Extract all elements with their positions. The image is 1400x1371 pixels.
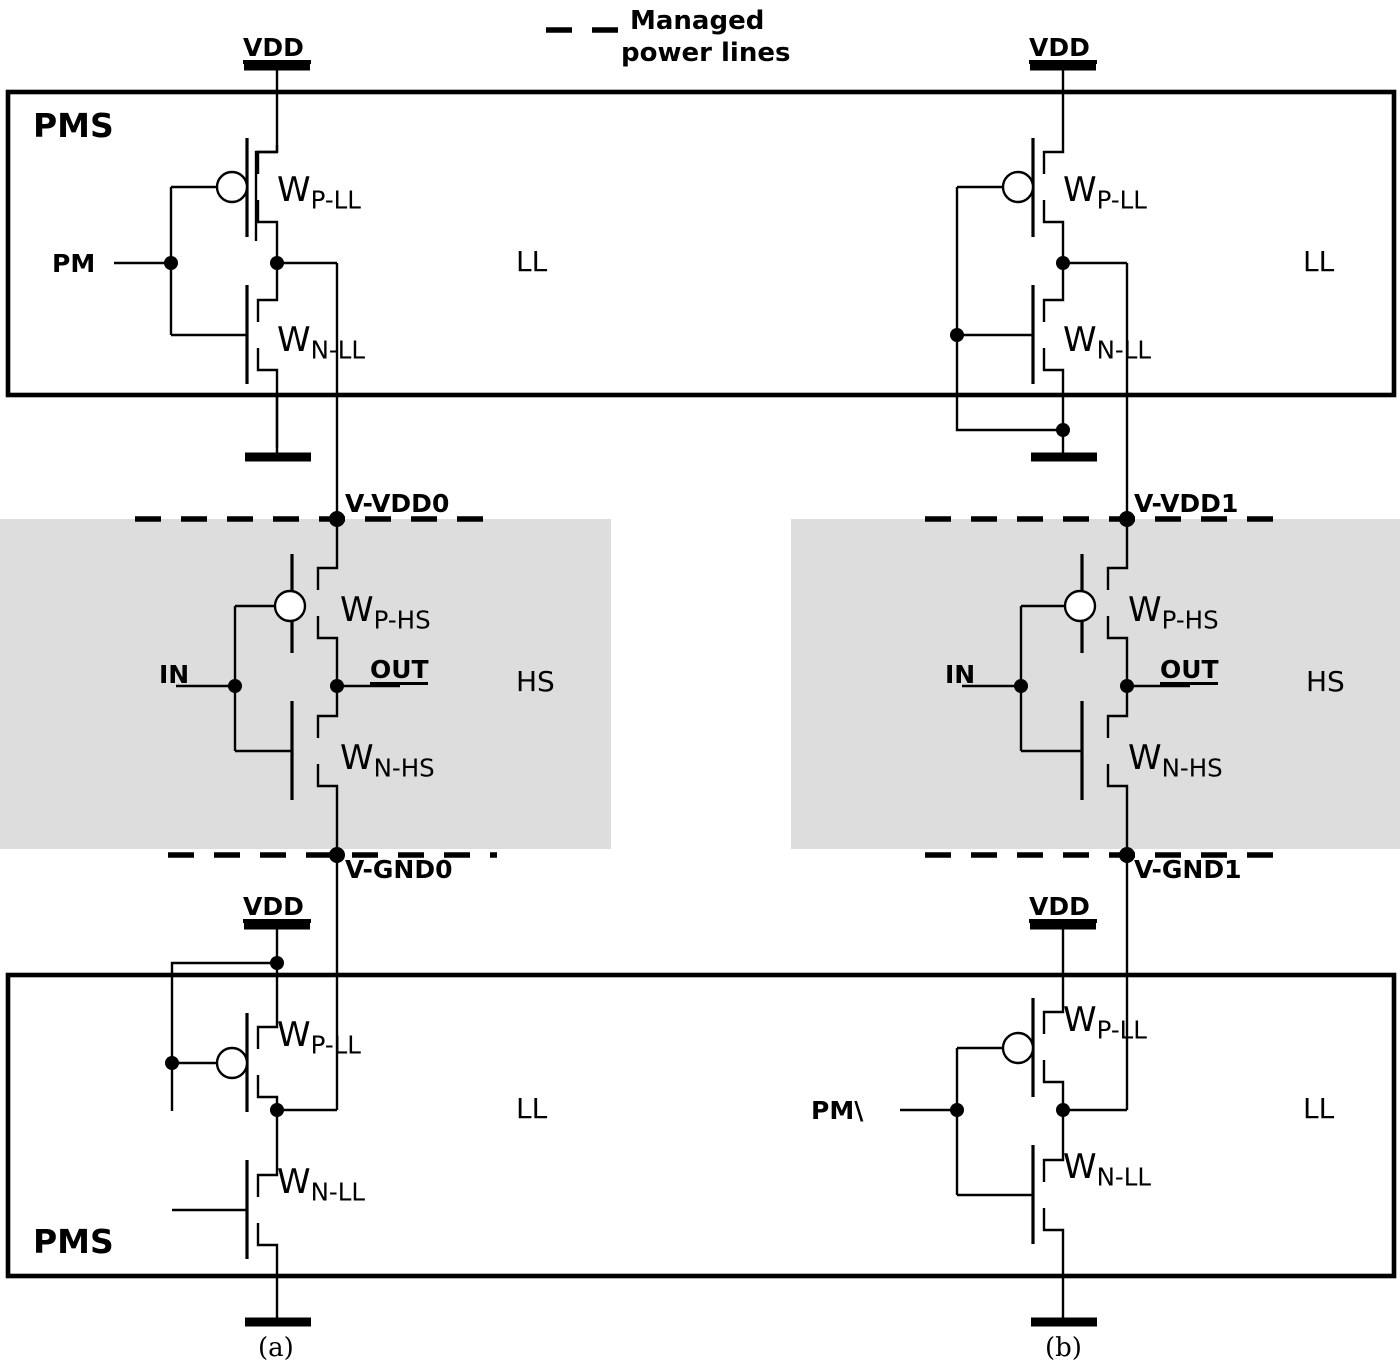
pms-out-route-bottom-left	[270, 1103, 337, 1117]
hs-label-b: HS	[1306, 665, 1345, 698]
vdd-label-top-left: VDD	[243, 33, 304, 62]
device-subscript: N-LL	[1096, 1162, 1152, 1192]
device-subscript: N-HS	[373, 753, 435, 783]
pfet-p-ll-bottom-right	[957, 998, 1065, 1110]
pms-label-bottom-left: PMS	[33, 1222, 114, 1261]
device-label-n-ll-top-left: WN-LL	[277, 320, 365, 364]
legend-line-2: power lines	[621, 38, 791, 68]
vdd-label-top-right: VDD	[1029, 33, 1090, 62]
device-subscript: P-LL	[1096, 185, 1147, 215]
device-subscript: N-LL	[1096, 335, 1152, 365]
device-label-p-ll-bottom-left: WP-LL	[277, 1015, 361, 1059]
nfet-n-ll-top-left	[171, 263, 279, 448]
device-label-n-hs-b: WN-HS	[1128, 738, 1223, 782]
device-w-symbol: W	[1063, 320, 1097, 360]
hs-region-a	[0, 519, 611, 849]
out-label-b: OUT	[1160, 655, 1219, 684]
nfet-n-ll-bottom-left	[172, 1140, 279, 1320]
device-label-p-hs-b: WP-HS	[1128, 590, 1219, 634]
out-underline-a	[370, 682, 428, 685]
vdd-underline-top-left	[243, 60, 311, 64]
pms-label-top-left: PMS	[33, 106, 114, 145]
pm-net-top-left	[114, 187, 178, 335]
pms-out-route-top-right	[1056, 256, 1129, 519]
vdd-underline-bottom-right	[1029, 919, 1097, 923]
device-w-symbol: W	[277, 320, 311, 360]
device-label-n-ll-bottom-right: WN-LL	[1063, 1147, 1151, 1191]
gate-tie-to-gnd-top-right	[950, 187, 1070, 437]
pms-box-bottom	[5, 972, 1397, 1279]
vdd-underline-bottom-left	[243, 919, 311, 923]
device-subscript: N-HS	[1161, 753, 1223, 783]
vdd-underline-top-right	[1029, 60, 1097, 64]
device-label-p-ll-top-left: WP-LL	[277, 170, 361, 214]
out-label-a: OUT	[370, 655, 429, 684]
device-subscript: N-LL	[310, 1177, 366, 1207]
subcaption-a: (a)	[258, 1333, 294, 1363]
device-w-symbol: W	[1128, 590, 1162, 630]
ll-label-bottom-right: LL	[1303, 1092, 1335, 1125]
pms-box-top	[5, 89, 1397, 398]
device-label-p-ll-top-right: WP-LL	[1063, 170, 1147, 214]
device-subscript: P-LL	[1096, 1015, 1147, 1045]
device-label-n-ll-bottom-left: WN-LL	[277, 1162, 365, 1206]
nfet-n-ll-top-right	[957, 263, 1065, 430]
device-w-symbol: W	[340, 738, 374, 778]
pm-bar-net-bottom-right	[900, 1048, 964, 1195]
hs-label-a: HS	[516, 665, 555, 698]
ground-symbol-top-left	[245, 395, 311, 462]
vdd-symbol-bottom-right	[1030, 920, 1096, 1005]
device-label-p-ll-bottom-right: WP-LL	[1063, 1000, 1147, 1044]
v-vdd0-label: V-VDD0	[345, 489, 450, 518]
vdd-symbol-top-right	[1030, 61, 1096, 145]
device-w-symbol: W	[1128, 738, 1162, 778]
device-w-symbol: W	[277, 1015, 311, 1055]
pms-out-route-bottom-right	[1056, 1103, 1127, 1117]
ll-label-top-left: LL	[516, 245, 548, 278]
pfet-p-ll-top-right	[957, 138, 1065, 263]
hs-region-b	[791, 519, 1400, 849]
legend-line-1: Managed	[630, 6, 765, 36]
pms-out-route-top-left	[270, 256, 339, 519]
ll-label-top-right: LL	[1303, 245, 1335, 278]
device-subscript: P-HS	[1161, 605, 1219, 635]
in-label-b: IN	[945, 660, 976, 689]
device-label-n-hs-a: WN-HS	[340, 738, 435, 782]
ll-label-bottom-left: LL	[516, 1092, 548, 1125]
device-subscript: N-LL	[310, 335, 366, 365]
pm-label: PM	[52, 249, 96, 278]
ground-symbol-top-right	[1031, 430, 1097, 462]
device-w-symbol: W	[1063, 1147, 1097, 1187]
device-w-symbol: W	[1063, 1000, 1097, 1040]
vdd-label-bottom-right: VDD	[1029, 892, 1090, 921]
device-subscript: P-LL	[310, 1030, 361, 1060]
pfet-p-ll-top-left	[171, 138, 279, 241]
vdd-label-bottom-left: VDD	[243, 892, 304, 921]
device-w-symbol: W	[1063, 170, 1097, 210]
hs-inverter-a	[176, 519, 400, 849]
device-w-symbol: W	[277, 1162, 311, 1202]
out-underline-b	[1160, 682, 1218, 685]
pfet-p-ll-bottom-left	[165, 963, 279, 1140]
v-gnd1-label: V-GND1	[1134, 855, 1242, 884]
hs-inverter-b	[962, 519, 1190, 849]
pm-bar-label: PM\	[811, 1096, 864, 1125]
pfet-p-ll-top-left-body	[256, 145, 279, 263]
device-label-p-hs-a: WP-HS	[340, 590, 431, 634]
device-subscript: P-LL	[310, 185, 361, 215]
device-w-symbol: W	[340, 590, 374, 630]
in-label-a: IN	[159, 660, 190, 689]
vdd-symbol-top-left	[244, 61, 310, 145]
device-subscript: P-HS	[373, 605, 431, 635]
nfet-n-ll-bottom-right	[957, 1110, 1065, 1320]
device-label-n-ll-top-right: WN-LL	[1063, 320, 1151, 364]
device-w-symbol: W	[277, 170, 311, 210]
subcaption-b: (b)	[1045, 1333, 1082, 1363]
v-vdd1-label: V-VDD1	[1134, 489, 1239, 518]
v-gnd0-label: V-GND0	[345, 855, 453, 884]
